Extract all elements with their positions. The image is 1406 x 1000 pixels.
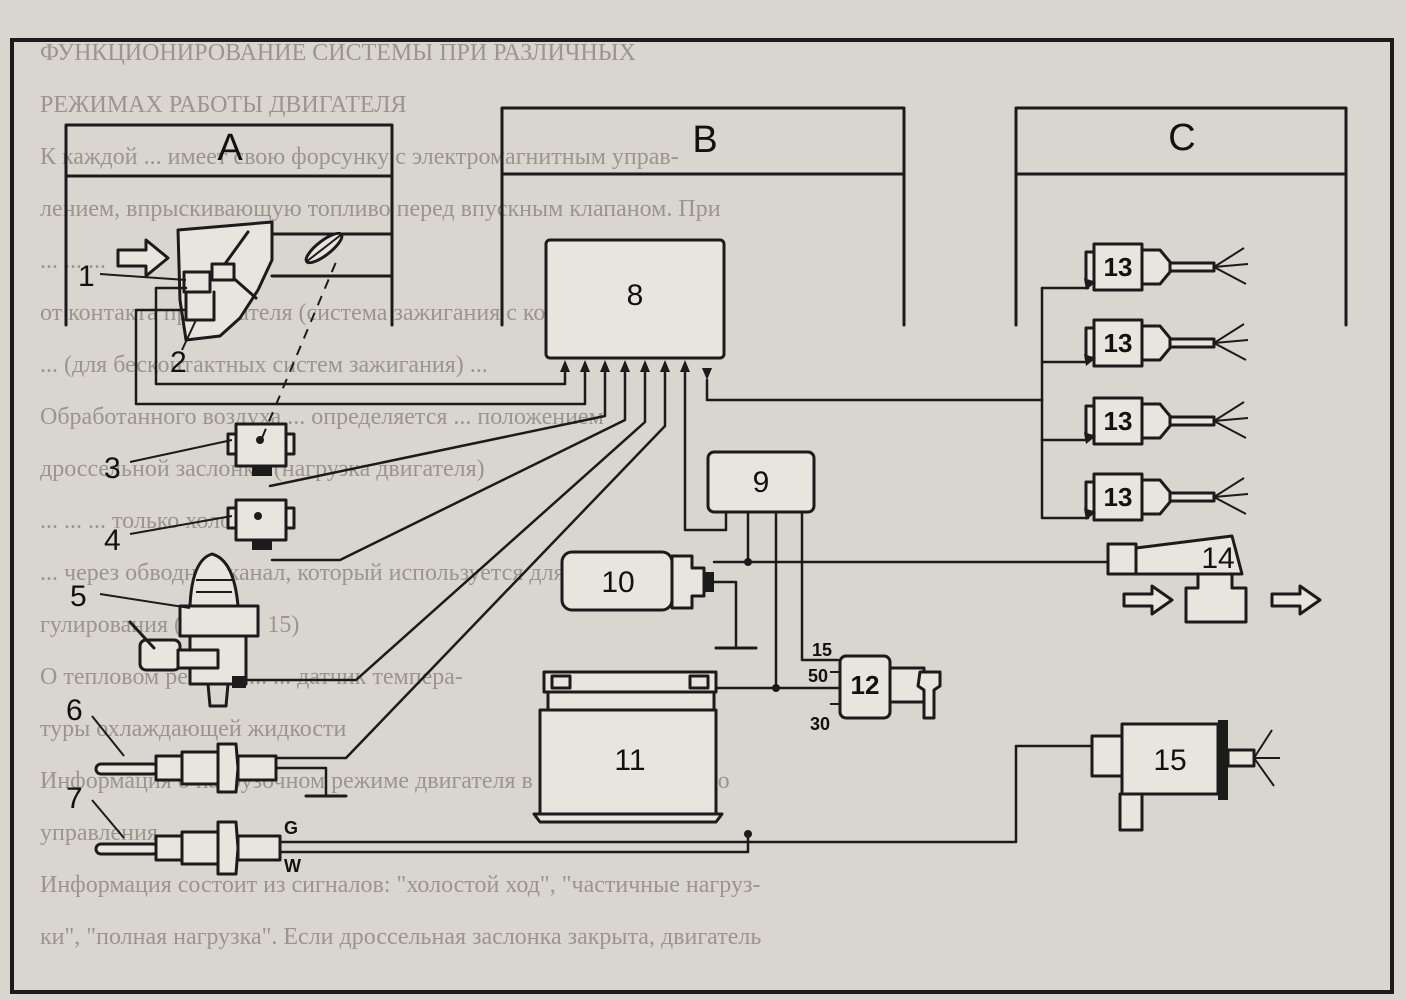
background-text-line: Обработанного воздуха ... определяется .… bbox=[40, 404, 604, 430]
background-text-line: О тепловом режиме ... ... датчик темпера… bbox=[40, 664, 463, 690]
section-c-label: C bbox=[1168, 117, 1195, 159]
battery bbox=[532, 670, 724, 824]
background-text-line: туры охлаждающей жидкости bbox=[40, 716, 346, 742]
temperature-sensor-7 bbox=[94, 820, 282, 876]
label-11: 11 bbox=[614, 744, 645, 777]
section-b-label: B bbox=[692, 119, 717, 161]
ignition-distributor bbox=[128, 552, 260, 708]
section-b-box: B bbox=[500, 106, 906, 327]
background-text-line: ... ... ... только холо- bbox=[40, 508, 240, 534]
label-4: 4 bbox=[104, 524, 121, 557]
throttle-switch-3 bbox=[226, 422, 296, 476]
ignition-switch bbox=[830, 654, 942, 720]
throttle-linkage bbox=[261, 261, 337, 439]
terminal-15: 15 bbox=[812, 640, 832, 660]
fuel-pump-relay bbox=[706, 450, 816, 514]
air-flow-sensor-contact bbox=[182, 270, 212, 294]
label-3: 3 bbox=[104, 452, 121, 485]
fuel-pump bbox=[560, 550, 714, 612]
throttle-switch-4 bbox=[226, 498, 296, 550]
section-a-box: A bbox=[64, 123, 394, 327]
label-5: 5 bbox=[70, 580, 87, 613]
fuel-injector: 13 bbox=[1084, 396, 1249, 446]
terminal-30: 30 bbox=[810, 714, 830, 734]
background-text-line: К каждой ... имеет свою форсунку с элект… bbox=[40, 144, 679, 170]
label-7: 7 bbox=[66, 782, 83, 815]
label-2: 2 bbox=[170, 346, 187, 379]
fuel-injector: 13 bbox=[1084, 472, 1249, 522]
label-6: 6 bbox=[66, 694, 83, 727]
terminal-g: G bbox=[284, 818, 298, 838]
background-text-line: лением, впрыскивающую топливо перед впус… bbox=[40, 196, 721, 222]
section-a-label: A bbox=[217, 127, 243, 169]
label-9: 9 bbox=[753, 466, 770, 499]
terminal-w: W bbox=[284, 856, 301, 876]
terminal-50: 50 bbox=[808, 666, 828, 686]
background-text-line: РЕЖИМАХ РАБОТЫ ДВИГАТЕЛЯ bbox=[40, 92, 406, 118]
label-13: 13 bbox=[1104, 482, 1133, 512]
fuel-injector: 13 bbox=[1084, 318, 1249, 368]
outer-frame bbox=[10, 38, 1394, 994]
background-text-line: ... через обводной канал, который исполь… bbox=[40, 560, 601, 586]
label-8: 8 bbox=[627, 279, 644, 312]
background-text-line: гулирования (см. рис. 15) bbox=[40, 612, 299, 638]
auxiliary-air-valve bbox=[1106, 534, 1248, 624]
cold-start-injector bbox=[1090, 720, 1280, 832]
label-1: 1 bbox=[78, 260, 95, 293]
air-flow-meter bbox=[176, 220, 394, 342]
label-13: 13 bbox=[1104, 406, 1133, 436]
background-text-line: ки", "полная нагрузка". Если дроссельная… bbox=[40, 924, 761, 950]
background-text-line: ФУНКЦИОНИРОВАНИЕ СИСТЕМЫ ПРИ РАЗЛИЧНЫХ bbox=[40, 40, 636, 66]
valve-outlet-arrow bbox=[1270, 584, 1322, 616]
valve-inlet-arrow bbox=[1122, 584, 1174, 616]
section-c-box: C bbox=[1014, 106, 1348, 327]
ecu-input-arrows bbox=[560, 360, 712, 380]
label-14: 14 bbox=[1201, 542, 1234, 575]
fuel-injector: 13 bbox=[1084, 242, 1249, 292]
injector-group: 13 13 13 13 bbox=[1084, 242, 1249, 522]
air-inlet-arrow bbox=[116, 238, 170, 278]
label-15: 15 bbox=[1153, 744, 1186, 777]
background-text-line: Информация состоит из сигналов: "холосто… bbox=[40, 872, 760, 898]
background-text-line: ... (для бесконтактных систем зажигания)… bbox=[40, 352, 488, 378]
label-12: 12 bbox=[851, 670, 880, 700]
ecu-block bbox=[544, 238, 726, 360]
ecu-wires bbox=[134, 286, 1044, 760]
label-13: 13 bbox=[1104, 252, 1133, 282]
label-10: 10 bbox=[601, 566, 634, 599]
background-text-line: ... ... ... bbox=[40, 248, 106, 274]
label-13: 13 bbox=[1104, 328, 1133, 358]
